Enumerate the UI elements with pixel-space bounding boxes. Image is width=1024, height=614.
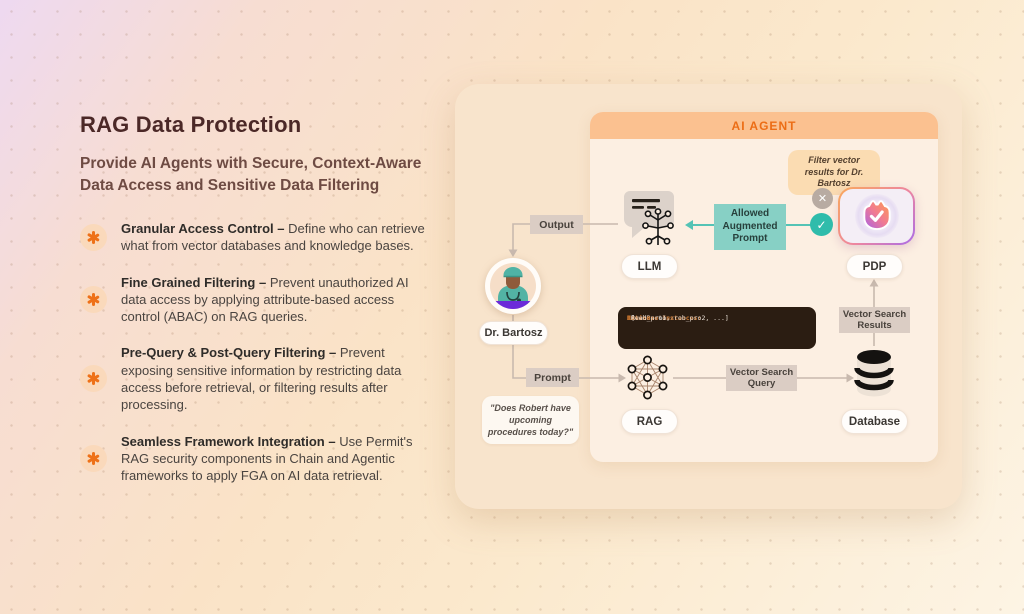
bullet-text: Granular Access Control – Define who can… — [121, 221, 425, 254]
left-column: RAG Data Protection Provide AI Agents wi… — [80, 112, 428, 503]
doctor-avatar — [485, 258, 541, 314]
vector-search-query-label: Vector Search Query — [726, 365, 797, 391]
database-cylinder-icon — [854, 350, 894, 397]
network-graph-icon — [627, 355, 668, 400]
bullet-item: Fine Grained Filtering – Prevent unautho… — [80, 274, 428, 326]
page-title: RAG Data Protection — [80, 112, 302, 137]
pdp-label-pill: PDP — [846, 254, 903, 279]
llm-label-pill: LLM — [621, 254, 678, 279]
asterisk-icon — [80, 365, 107, 393]
chat-circuit-icon — [624, 191, 674, 245]
bullet-text: Seamless Framework Integration – Use Per… — [121, 433, 413, 484]
deny-x-icon: ✕ — [812, 188, 833, 209]
permit-logo-glow — [854, 194, 899, 238]
permit-shield-icon — [862, 200, 891, 231]
pdp-box — [838, 187, 915, 245]
user-label-pill: Dr. Bartosz — [479, 321, 548, 345]
bullet-item: Granular Access Control – Define who can… — [80, 220, 428, 255]
ai-agent-panel: AI AGENT — [590, 112, 938, 462]
prompt-label: Prompt — [526, 368, 579, 387]
bullet-text: Fine Grained Filtering – Prevent unautho… — [121, 274, 409, 325]
allowed-augmented-prompt-box: Allowed Augmented Prompt — [714, 204, 786, 250]
rag-label-pill: RAG — [621, 409, 678, 434]
pdp-box-inner — [840, 189, 913, 243]
asterisk-icon — [80, 285, 107, 313]
asterisk-icon — [80, 444, 107, 472]
diagram-card: AI AGENT Filter vector results for Dr. B… — [455, 84, 962, 509]
database-label-pill: Database — [841, 409, 908, 434]
ai-agent-header-label: AI AGENT — [731, 118, 797, 133]
output-label: Output — [530, 215, 583, 234]
user-quote-bubble: "Does Robert have upcoming procedures to… — [482, 396, 579, 445]
ai-agent-header: AI AGENT — [590, 112, 938, 139]
page-subtitle: Provide AI Agents with Secure, Context-A… — [80, 155, 422, 194]
allow-check-icon: ✓ — [810, 213, 833, 236]
vector-search-results-label: Vector Search Results — [839, 307, 910, 333]
asterisk-icon — [80, 223, 107, 251]
bullet-text: Pre-Query & Post-Query Filtering – Preve… — [121, 345, 402, 413]
bullet-item: Pre-Query & Post-Query Filtering – Preve… — [80, 344, 428, 413]
authz-code-box: User:Dr. Bartosz Resource Instances:[rob… — [618, 307, 816, 349]
bullet-item: Seamless Framework Integration – Use Per… — [80, 433, 428, 485]
